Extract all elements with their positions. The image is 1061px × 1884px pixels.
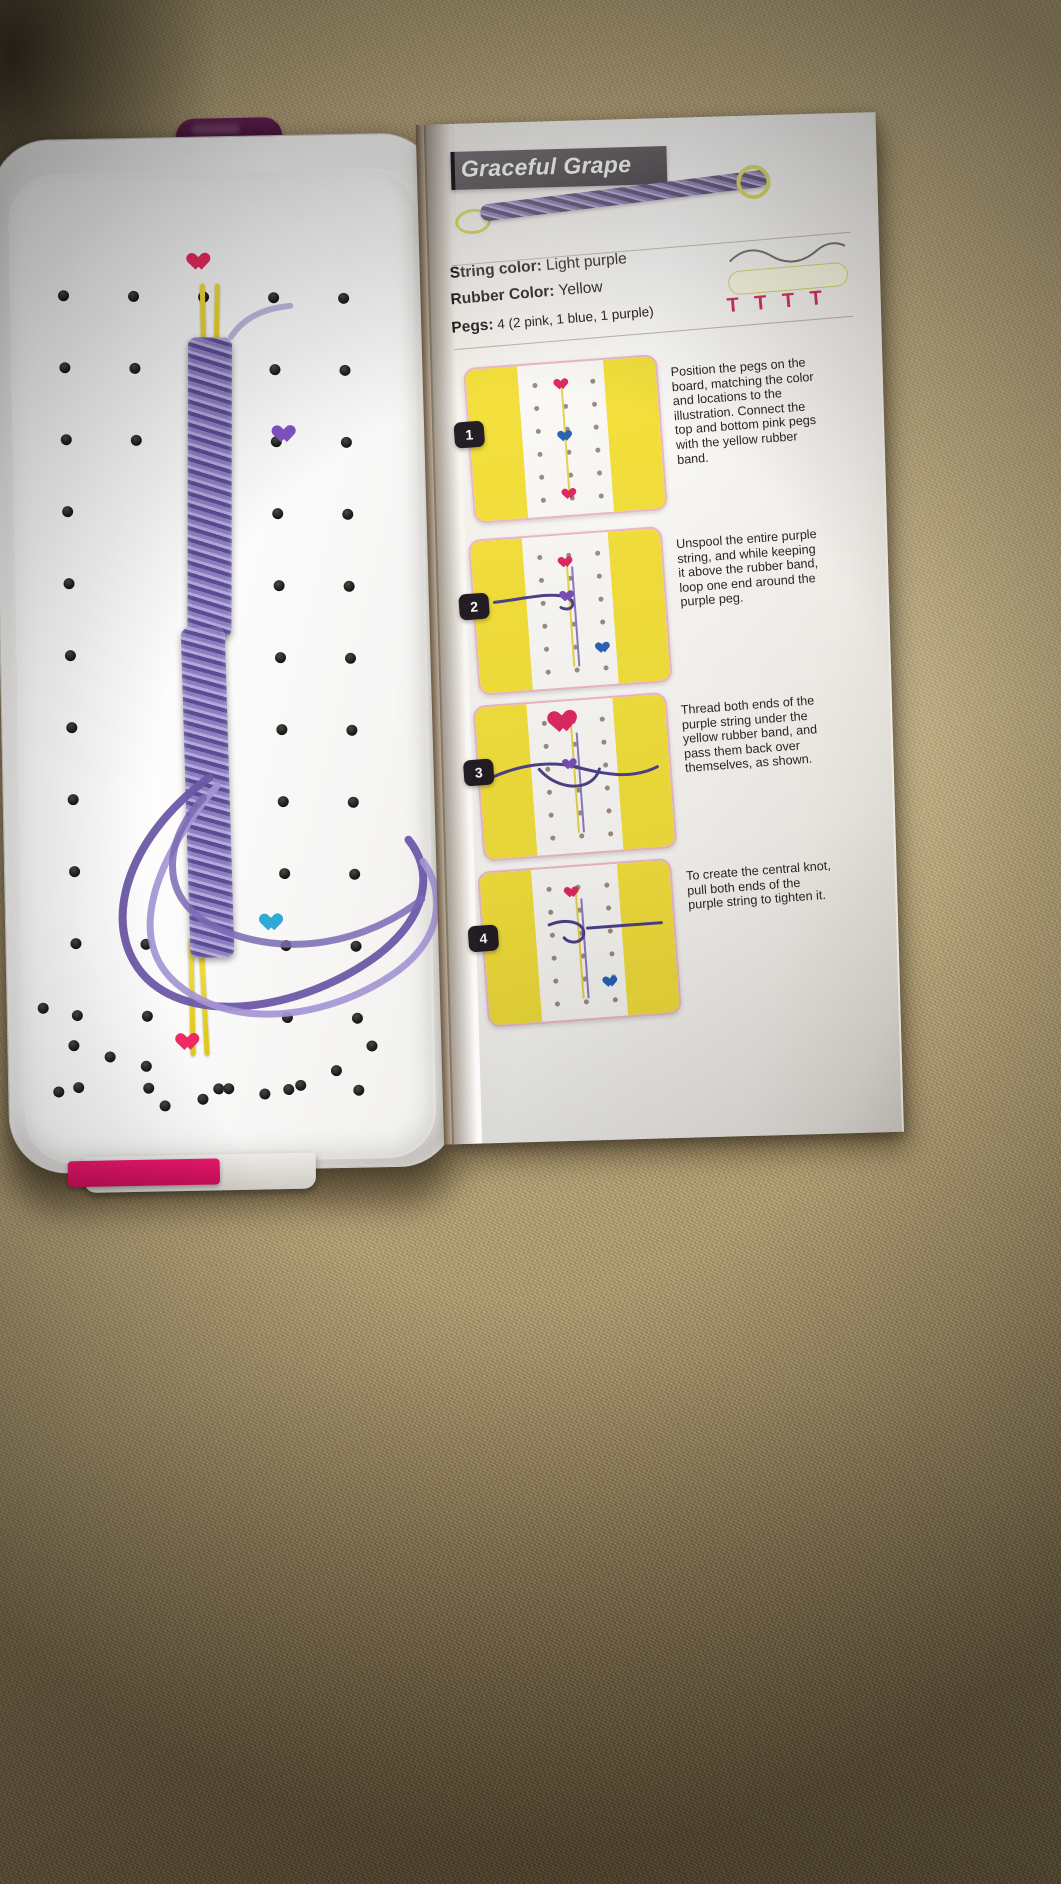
steps-list: 1 Position the pegs on the board, matchin… [424, 112, 876, 1028]
step-3-text: Thread both ends of the purple string un… [680, 693, 818, 776]
card-knot-path [547, 919, 663, 944]
card-heart-icon [560, 430, 574, 443]
step-4-illustration [477, 857, 682, 1028]
instruction-booklet[interactable]: Graceful Grape String color: Light purpl… [415, 112, 923, 1163]
card-heart-icon [566, 887, 580, 900]
step-4-text: To create the central knot, pull both en… [685, 858, 832, 913]
loom-board[interactable] [0, 114, 480, 1213]
step-badge-3: 3 [462, 758, 495, 787]
step-badge-4: 4 [467, 924, 500, 953]
spec-string-color-value: Light purple [545, 250, 628, 274]
loom-body [0, 132, 458, 1175]
peg-pink-top[interactable] [191, 253, 211, 271]
card-heart-icon [553, 710, 581, 736]
bracelet-knot [734, 163, 773, 201]
step-1-text: Position the pegs on the board, matching… [670, 355, 817, 467]
heart-icon-purple [277, 426, 297, 444]
step-2-illustration [467, 525, 673, 696]
card-heart-icon [562, 590, 576, 603]
step-3-illustration [472, 691, 678, 862]
peg-purple[interactable] [277, 426, 297, 444]
step-badge-2: 2 [458, 592, 491, 621]
spec-rubber-color-value: Yellow [557, 278, 604, 300]
booklet-page: Graceful Grape String color: Light purpl… [415, 112, 904, 1145]
card-heart-icon [564, 488, 578, 501]
spec-pegs-value: 4 (2 pink, 1 blue, 1 purple) [496, 303, 655, 332]
step-badge-1: 1 [453, 420, 486, 449]
spec-pegs-label: Pegs: [450, 316, 495, 337]
spec-string-color-label: String color: [449, 257, 543, 283]
spec-pegs: Pegs: 4 (2 pink, 1 blue, 1 purple) [451, 303, 655, 338]
spec-rubber-color-label: Rubber Color: [449, 282, 556, 309]
card-heart-icon [565, 759, 579, 772]
peg-blue[interactable] [264, 914, 280, 928]
heart-icon-pink [191, 253, 211, 271]
card-heart-icon [556, 379, 570, 392]
loose-string-paths [118, 302, 441, 1018]
step-2-text: Unspool the entire purple string, and wh… [675, 526, 819, 610]
spec-rubber-color: Rubber Color: Yellow [450, 279, 603, 310]
wavy-line-icon [729, 242, 846, 263]
loom-foot-pink-tab [67, 1158, 221, 1188]
peg-pink-bottom[interactable] [180, 1034, 200, 1052]
heart-icon-blue [264, 914, 280, 928]
heart-icon-pink-bottom [180, 1034, 200, 1052]
card-knot-path [492, 593, 575, 611]
step-1-illustration [463, 354, 668, 524]
card-heart-icon [560, 556, 574, 569]
card-heart-icon [605, 976, 619, 989]
card-heart-icon [598, 642, 612, 655]
